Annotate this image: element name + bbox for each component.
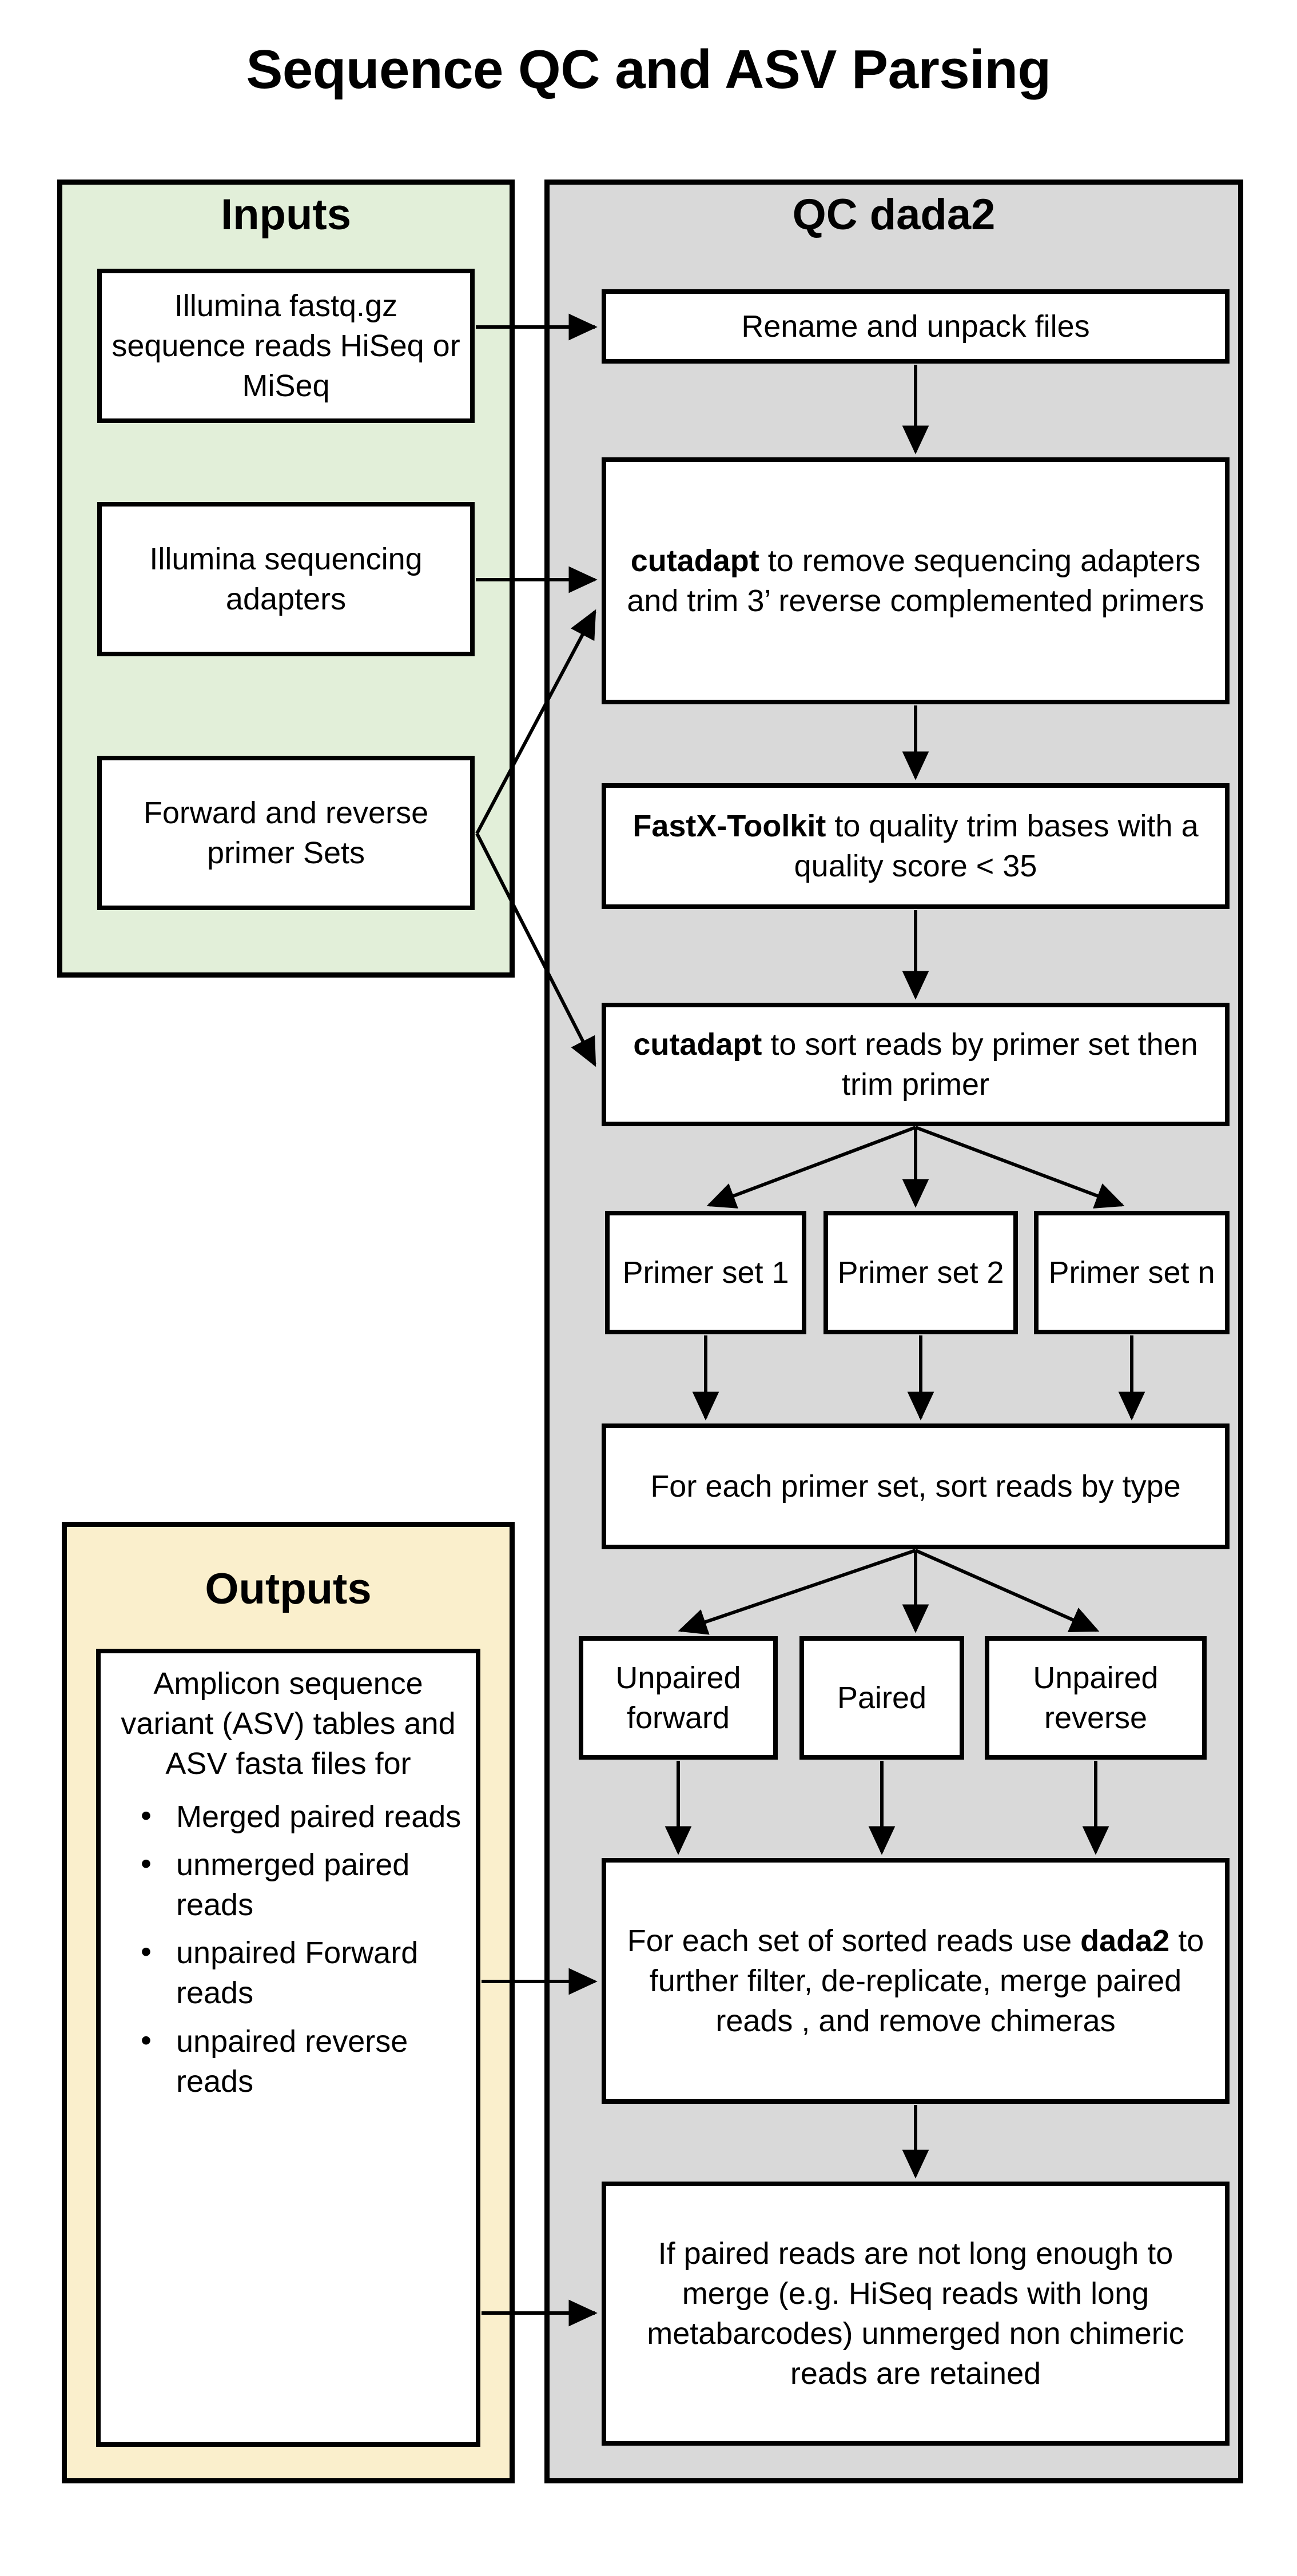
step-box-rename-unpack: Rename and unpack files [602, 289, 1230, 364]
step-box-unmerged-retained: If paired reads are not long enough to m… [602, 2182, 1230, 2446]
step-box-sort-reads-by-type-label: For each primer set, sort reads by type [650, 1469, 1181, 1504]
step-box-cutadapt-sort: cutadapt to sort reads by primer set the… [602, 1003, 1230, 1126]
step-box-unpaired-forward-label: Unpaired forward [615, 1660, 741, 1735]
step-box-cutadapt-adapters-tool: cutadapt [630, 543, 759, 578]
step-box-rename-unpack-label: Rename and unpack files [741, 309, 1090, 344]
step-box-primer-set-n-label: Primer set n [1048, 1255, 1215, 1290]
step-box-cutadapt-adapters-label: to remove sequencing adapters and trim 3… [627, 543, 1204, 618]
step-box-sort-reads-by-type: For each primer set, sort reads by type [602, 1423, 1230, 1549]
step-box-cutadapt-sort-label: to sort reads by primer set then trim pr… [762, 1027, 1198, 1102]
step-box-primer-set-2-label: Primer set 2 [837, 1255, 1004, 1290]
step-box-unpaired-forward: Unpaired forward [579, 1636, 778, 1760]
output-box-lead-text: Amplicon sequence variant (ASV) tables a… [121, 1666, 456, 1781]
step-box-paired: Paired [799, 1636, 964, 1760]
step-box-fastx-toolkit-label: to quality trim bases with a quality sco… [794, 808, 1199, 883]
input-box-illumina-reads-label: Illumina fastq.gz sequence reads HiSeq o… [112, 288, 460, 404]
step-box-cutadapt-adapters: cutadapt to remove sequencing adapters a… [602, 457, 1230, 704]
list-item: unpaired reverse reads [141, 2020, 470, 2102]
qc-dada2-panel-title: QC dada2 [792, 190, 996, 239]
step-box-dada2-filter-prefix: For each set of sorted reads use [627, 1923, 1081, 1958]
step-box-primer-set-1: Primer set 1 [605, 1211, 806, 1334]
step-box-unpaired-reverse: Unpaired reverse [985, 1636, 1207, 1760]
step-box-primer-set-n: Primer set n [1034, 1211, 1230, 1334]
input-box-illumina-adapters-label: Illumina sequencing adapters [149, 541, 423, 616]
step-box-primer-set-2: Primer set 2 [823, 1211, 1018, 1334]
list-item: unmerged paired reads [141, 1844, 470, 1925]
input-box-illumina-reads: Illumina fastq.gz sequence reads HiSeq o… [97, 269, 475, 423]
inputs-panel-heading: Inputs [221, 190, 351, 239]
output-box-asv: Amplicon sequence variant (ASV) tables a… [96, 1649, 480, 2447]
step-box-fastx-toolkit-tool: FastX-Toolkit [632, 808, 826, 843]
output-bullet-list: Merged paired reads unmerged paired read… [101, 1796, 476, 2102]
input-box-primer-sets-label: Forward and reverse primer Sets [143, 795, 429, 870]
step-box-unmerged-retained-label: If paired reads are not long enough to m… [647, 2236, 1184, 2391]
step-box-cutadapt-sort-tool: cutadapt [633, 1027, 762, 1062]
input-box-illumina-adapters: Illumina sequencing adapters [97, 502, 475, 656]
step-box-unpaired-reverse-label: Unpaired reverse [1033, 1660, 1159, 1735]
page-title: Sequence QC and ASV Parsing [246, 39, 1051, 100]
step-box-dada2-filter-tool: dada2 [1080, 1923, 1170, 1958]
step-box-primer-set-1-label: Primer set 1 [622, 1255, 789, 1290]
step-box-dada2-filter-label: to further filter, de-replicate, merge p… [649, 1923, 1204, 2039]
step-box-fastx-toolkit: FastX-Toolkit to quality trim bases with… [602, 783, 1230, 909]
outputs-panel-title: Outputs [205, 1565, 372, 1613]
list-item: unpaired Forward reads [141, 1932, 470, 2013]
step-box-paired-label: Paired [837, 1680, 927, 1715]
step-box-dada2-filter: For each set of sorted reads use dada2 t… [602, 1858, 1230, 2104]
list-item: Merged paired reads [141, 1796, 470, 1837]
input-box-primer-sets: Forward and reverse primer Sets [97, 756, 475, 910]
